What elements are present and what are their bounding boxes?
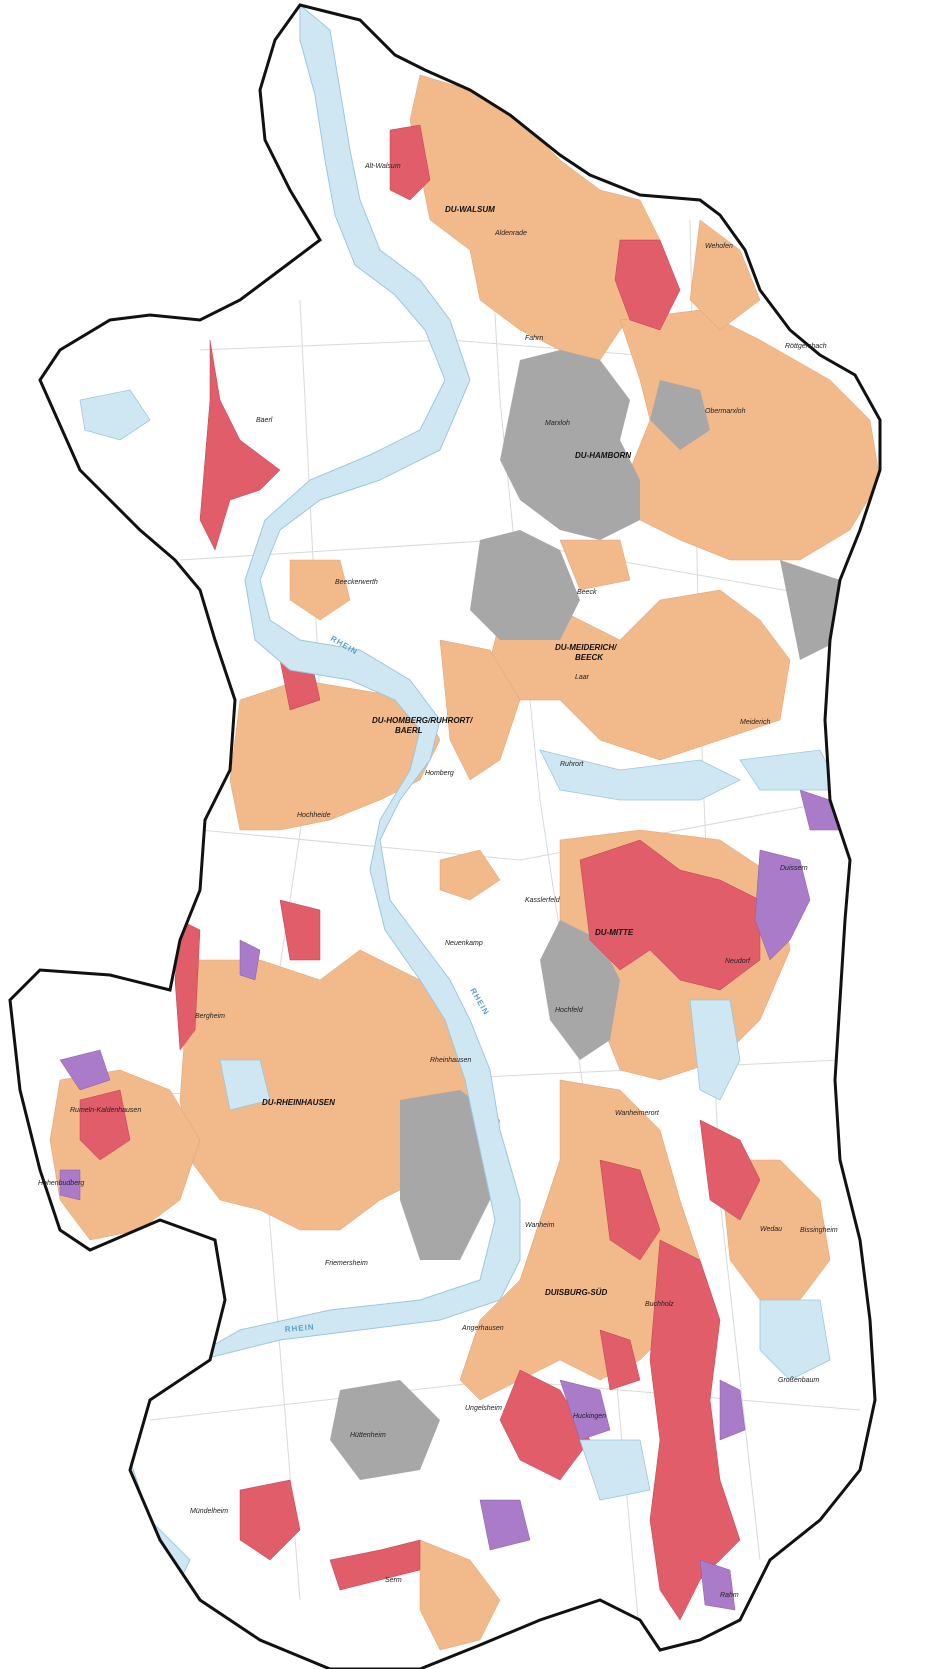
place-label: Buchholz	[645, 1301, 674, 1308]
place-label: Duissern	[780, 865, 808, 872]
place-label: Meiderich	[740, 719, 770, 726]
place-label: Bergheim	[195, 1013, 225, 1020]
place-label: Beeckerwerth	[335, 579, 378, 586]
place-label: Laar	[575, 674, 590, 681]
district-label-meiderich-2: BEECK	[575, 653, 604, 662]
red-zones	[79, 124, 761, 1621]
river-label-3: RHEIN	[284, 1322, 315, 1334]
place-label: Angerhausen	[461, 1325, 504, 1332]
place-label: Röttgersbach	[785, 343, 827, 350]
place-label: Wedau	[760, 1226, 782, 1233]
place-label: Baerl	[256, 417, 273, 424]
district-label-walsum: DU-WALSUM	[445, 205, 495, 214]
industrial-zones	[330, 350, 840, 1480]
district-label-homberg-2: BAERL	[395, 726, 423, 735]
place-label: Mündelheim	[190, 1508, 228, 1515]
place-labels: Alt-Walsum Aldenrade Wehofen Fahrn Röttg…	[38, 163, 838, 1599]
place-label: Obermarxloh	[705, 408, 746, 415]
place-label: Hüttenheim	[350, 1432, 386, 1439]
city-boundary	[8, 3, 882, 1669]
place-label: Ruhrort	[560, 761, 584, 768]
district-label-rheinhausen: DU-RHEINHAUSEN	[262, 1098, 335, 1107]
place-label: Rheinhausen	[430, 1057, 471, 1064]
lakes	[79, 389, 841, 1501]
district-label-meiderich-1: DU-MEIDERICH/	[555, 643, 617, 652]
place-label: Fahrn	[525, 335, 543, 342]
district-label-mitte: DU-MITTE	[595, 928, 634, 937]
place-label: Serm	[385, 1577, 402, 1584]
place-label: Homberg	[425, 770, 454, 777]
place-label: Wanheimerort	[615, 1110, 660, 1117]
place-label: Wanheim	[525, 1222, 555, 1229]
place-label: Hochheide	[297, 812, 331, 819]
district-label-homberg-1: DU-HOMBERG/RUHRORT/	[372, 716, 473, 725]
river-rhine	[119, 5, 521, 1581]
place-label: Wehofen	[705, 243, 733, 250]
place-label: Bissingheim	[800, 1227, 838, 1234]
place-label: Aldenrade	[494, 230, 527, 237]
place-label: Hohenbudberg	[38, 1180, 84, 1187]
place-label: Marxloh	[545, 420, 570, 427]
place-label: Friemersheim	[325, 1260, 368, 1267]
place-label: Rahm	[720, 1592, 739, 1599]
place-label: Großenbaum	[778, 1377, 819, 1384]
place-label: Beeck	[577, 589, 597, 596]
district-label-sued: DUISBURG-SÜD	[545, 1288, 607, 1297]
place-label: Alt-Walsum	[364, 163, 401, 170]
place-label: Neudorf	[725, 958, 751, 965]
place-label: Huckingen	[573, 1413, 606, 1420]
place-label: Rumeln-Kaldenhausen	[70, 1107, 141, 1114]
place-label: Neuenkamp	[445, 940, 483, 947]
city-area	[10, 5, 880, 1669]
place-label: Hochfeld	[555, 1007, 584, 1014]
place-label: Ungelsheim	[465, 1405, 502, 1412]
place-label: Kasslerfeld	[525, 897, 561, 904]
district-label-hamborn: DU-HAMBORN	[575, 451, 631, 460]
